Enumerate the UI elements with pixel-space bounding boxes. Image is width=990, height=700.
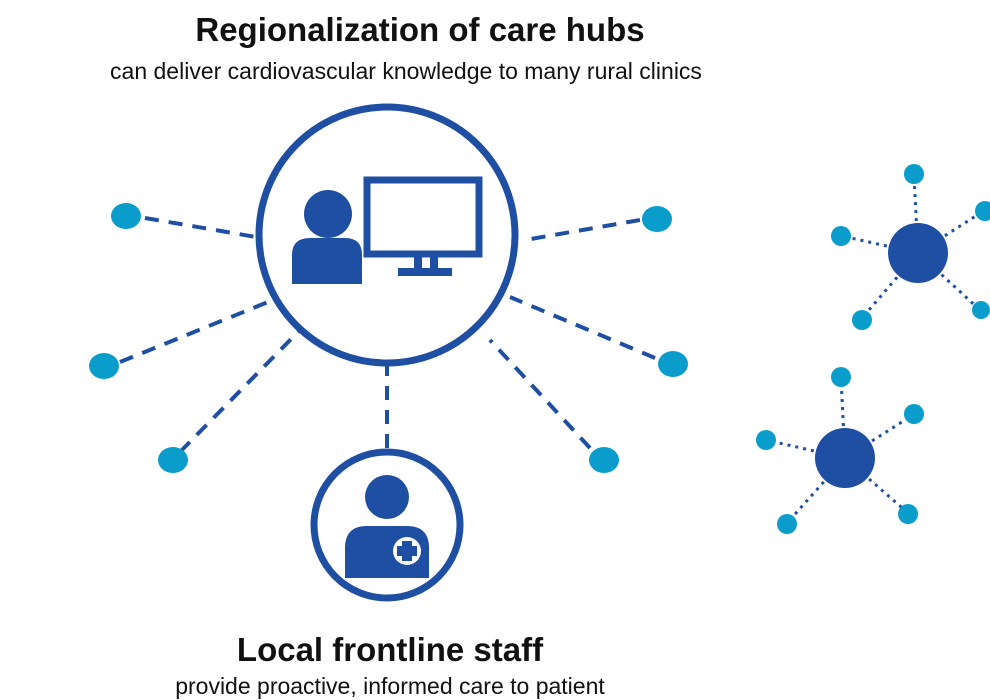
main-hub-spokes: [119, 216, 656, 454]
spoke-lower-left: [178, 328, 302, 454]
diagram-subtitle: can deliver cardiovascular knowledge to …: [110, 58, 702, 84]
medical-staff-icon: [345, 475, 429, 578]
frontline-subtitle: provide proactive, informed care to pati…: [175, 673, 605, 699]
spoke-mid-right: [509, 295, 656, 360]
small-hub-node: [888, 223, 948, 283]
clinic-dot: [975, 201, 990, 221]
small-hub-network-lower: [756, 367, 924, 534]
clinic-dot: [831, 226, 851, 246]
small-hub-network-upper: [831, 164, 990, 330]
spoke-upper-left: [144, 216, 263, 240]
person-with-monitor-icon: [292, 176, 483, 284]
clinic-dot: [89, 353, 119, 379]
clinic-dot: [589, 447, 619, 473]
clinic-dot: [852, 310, 872, 330]
clinic-dot: [658, 351, 688, 377]
clinic-dots: [89, 203, 688, 473]
spoke-lower-right: [488, 338, 592, 450]
clinic-dot: [831, 367, 851, 387]
clinic-dot: [756, 430, 776, 450]
clinic-dot: [904, 404, 924, 424]
clinic-dot: [777, 514, 797, 534]
clinic-dot: [972, 301, 990, 319]
clinic-dot: [898, 504, 918, 524]
clinic-dot: [642, 206, 672, 232]
clinic-dot: [111, 203, 141, 229]
clinic-dot: [158, 447, 188, 473]
spoke-mid-left: [119, 298, 274, 364]
small-hub-node: [815, 428, 875, 488]
clinic-dot: [904, 164, 924, 184]
diagram-title: Regionalization of care hubs: [195, 11, 645, 48]
spoke-upper-right: [524, 218, 641, 242]
frontline-title: Local frontline staff: [236, 631, 544, 668]
